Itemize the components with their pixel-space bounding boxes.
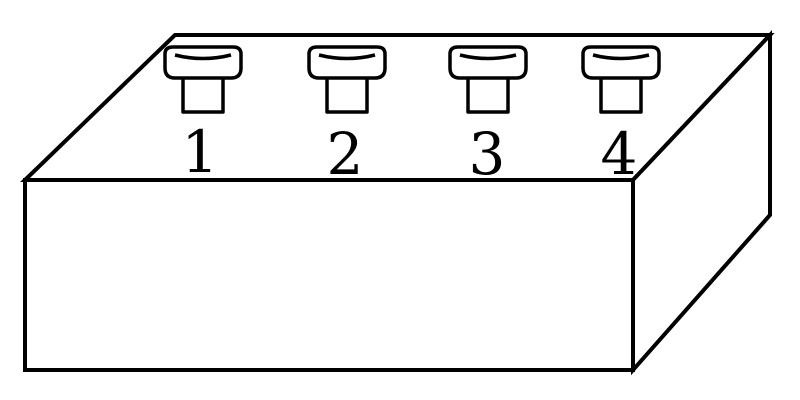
terminal-label-2: 2 bbox=[327, 120, 364, 188]
terminal-knob-icon bbox=[307, 45, 387, 114]
terminal-3: 3 bbox=[448, 45, 528, 188]
terminal-1: 1 bbox=[163, 45, 243, 186]
terminal-label-3: 3 bbox=[469, 120, 506, 188]
box-front-face bbox=[23, 178, 635, 372]
terminal-label-1: 1 bbox=[182, 118, 219, 186]
terminal-knob-icon bbox=[448, 45, 528, 114]
terminal-knob-icon bbox=[163, 45, 243, 114]
terminal-label-4: 4 bbox=[601, 120, 638, 188]
terminal-knob-icon bbox=[581, 45, 661, 114]
terminal-4: 4 bbox=[581, 45, 661, 188]
terminal-2: 2 bbox=[307, 45, 387, 188]
